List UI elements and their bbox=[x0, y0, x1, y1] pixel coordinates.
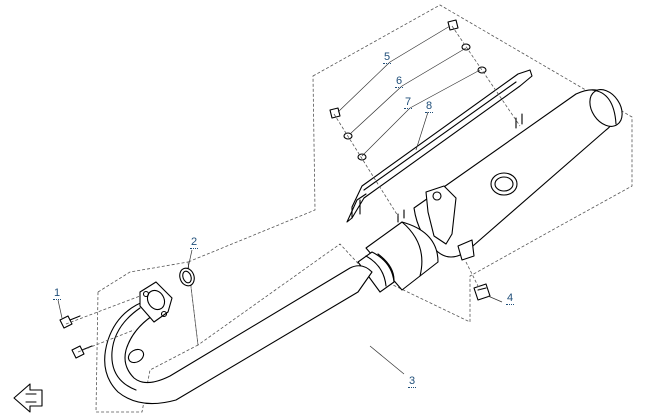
callout-3: 3 bbox=[408, 375, 417, 388]
muffler-assembly bbox=[357, 89, 623, 293]
callout-2: 2 bbox=[190, 236, 199, 249]
mounting-bolt bbox=[59, 315, 93, 359]
callout-6: 6 bbox=[395, 75, 404, 88]
front-group-outline bbox=[95, 261, 199, 413]
callout-8: 8 bbox=[425, 100, 434, 113]
callout-5: 5 bbox=[383, 51, 392, 64]
front-direction-arrow-icon bbox=[13, 383, 43, 413]
callout-7: 7 bbox=[404, 96, 413, 109]
callout-1: 1 bbox=[53, 287, 62, 300]
exhaust-gasket bbox=[179, 267, 195, 287]
callout-4: 4 bbox=[506, 292, 515, 305]
heat-shield-fasteners bbox=[329, 19, 487, 161]
speed-nut bbox=[473, 283, 491, 301]
exhaust-pipe bbox=[104, 265, 373, 405]
upper-group-outline bbox=[187, 4, 633, 346]
heat-shield bbox=[346, 69, 533, 223]
